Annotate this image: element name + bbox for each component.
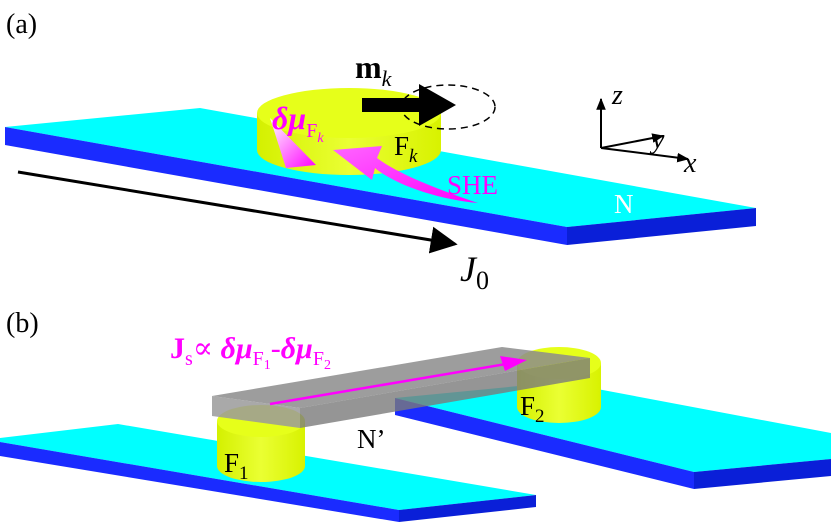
panel-a-label: (a) [6,9,37,40]
panel-b-label: (b) [6,308,39,339]
bridge-front-face [212,396,300,428]
charge-current-arrow [17,170,458,254]
right-strip-front [395,398,694,489]
ferromagnet-fk-label: Fk [394,131,418,167]
bridge-n-prime [212,347,590,428]
left-strip-side [399,495,536,522]
f2-label: F2 [520,391,545,427]
spin-accumulation-arrow [270,118,316,168]
magnetization-label: mk [355,49,393,91]
spin-accumulation-label: δμFk [272,100,324,146]
bridge-side-face [300,358,590,428]
spin-current-line [269,361,513,406]
coordinate-axes: z y x [596,80,697,179]
strip-side-face [567,208,756,245]
strip-front-face [5,127,567,245]
normal-metal-label: N [614,189,634,219]
y-axis-label: y [649,124,665,155]
right-strip-top [395,382,831,472]
right-strip-side [694,459,831,489]
z-axis-label: z [611,80,623,111]
right-normal-strip [395,382,831,489]
bridge-top-face [212,347,590,408]
x-axis [600,147,690,163]
magnetization-arrow [362,84,456,126]
spin-hall-effect-arrow [333,146,478,203]
spin-current-arrowhead [500,356,527,371]
charge-current-label: J0 [460,249,489,295]
spin-hall-effect-label: SHE [447,170,498,200]
bridge-label: N’ [357,424,386,454]
spin-current-label: Js∝ δμF1-δμF2 [170,332,331,373]
left-strip-front [0,442,399,522]
y-axis [600,133,665,149]
f1-label: F1 [224,448,249,484]
x-axis-label: x [683,148,697,179]
f1-disk-side [217,421,305,482]
